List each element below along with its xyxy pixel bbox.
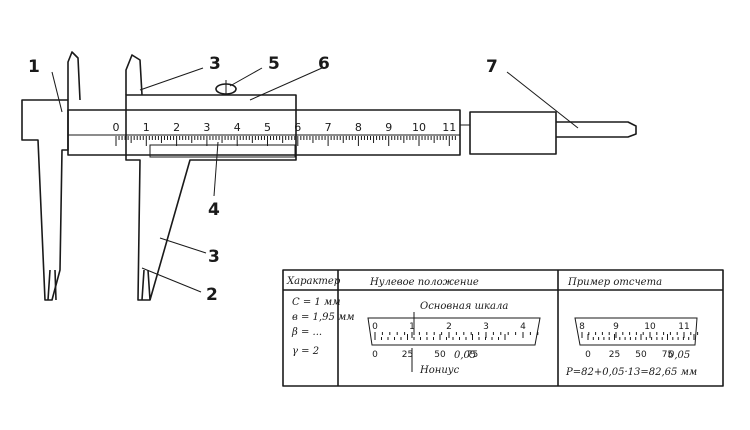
movable-upper-jaw xyxy=(125,54,143,96)
main-scale-number: 6 xyxy=(294,121,301,134)
main-scale-number: 0 xyxy=(113,121,120,134)
table-main-number: 1 xyxy=(409,322,415,332)
table-main-number: 9 xyxy=(613,322,619,332)
callout-3-lower: 3 xyxy=(208,247,220,267)
table-main-number: 0 xyxy=(372,322,378,332)
char-b: в = 1,95 мм xyxy=(292,312,355,323)
zero-scale: 0 1 2 3 4 0 25 50 75 xyxy=(372,322,539,360)
header-characteristic: Характер xyxy=(286,276,341,287)
table-vernier-number: 75 xyxy=(662,350,673,360)
main-scale-number: 2 xyxy=(173,121,180,134)
zero-scale-frame xyxy=(367,317,541,346)
depth-rod xyxy=(556,121,637,138)
movable-jaw-tip xyxy=(141,269,151,301)
zero-main-label: Основная шкала xyxy=(420,301,508,312)
vernier-table: Характер Нулевое положение Пример отсчет… xyxy=(282,269,724,387)
callout-1: 1 xyxy=(28,57,40,77)
table-main-number: 2 xyxy=(446,322,452,332)
table-main-number: 8 xyxy=(579,322,585,332)
zero-vernier-label: Нониус xyxy=(419,365,460,376)
example-scale-frame xyxy=(574,317,698,346)
table-vernier-number: 50 xyxy=(434,350,446,360)
char-c: С = 1 мм xyxy=(292,297,341,308)
table-main-number: 11 xyxy=(678,322,689,332)
fixed-jaw xyxy=(21,99,69,301)
main-scale-number: 3 xyxy=(203,121,210,134)
vernier-window xyxy=(149,144,296,158)
table-main-number: 10 xyxy=(644,322,656,332)
example-scale: 8 9 10 11 0 25 50 75 xyxy=(579,322,699,360)
header-zero: Нулевое положение xyxy=(369,277,479,288)
callout-3-upper: 3 xyxy=(209,54,221,74)
example-formula: P=82+0,05·13=82,65 мм xyxy=(565,367,697,378)
end-cap xyxy=(469,111,557,155)
char-gamma: γ = 2 xyxy=(292,346,319,357)
main-scale-number: 9 xyxy=(385,121,392,134)
main-scale-number: 1 xyxy=(143,121,150,134)
main-beam xyxy=(67,109,461,156)
table-vernier-number: 25 xyxy=(609,350,620,360)
table-vernier-number: 0 xyxy=(372,350,378,360)
main-scale-number: 8 xyxy=(355,121,362,134)
main-scale-number: 11 xyxy=(442,121,456,134)
callout-2: 2 xyxy=(206,285,218,305)
callout-5: 5 xyxy=(268,54,280,74)
table-vernier-number: 0 xyxy=(585,350,591,360)
main-scale-number: 5 xyxy=(264,121,271,134)
char-beta: β = ... xyxy=(291,327,322,338)
main-scale-number: 7 xyxy=(325,121,332,134)
leader-lines xyxy=(51,67,579,293)
example-vernier-value: 0,05 xyxy=(668,350,690,361)
table-vernier-number: 50 xyxy=(635,350,647,360)
table-main-number: 3 xyxy=(483,322,489,332)
main-scale: 0 1 2 3 4 5 6 7 8 9 10 11 xyxy=(113,121,456,146)
zero-vernier-value: 0,05 xyxy=(454,350,476,361)
fixed-jaw-tip xyxy=(47,269,57,301)
table-border xyxy=(282,269,724,387)
header-example: Пример отсчета xyxy=(567,277,662,288)
callout-7: 7 xyxy=(486,57,498,77)
main-scale-number: 4 xyxy=(234,121,241,134)
fixed-upper-jaw xyxy=(67,51,81,101)
table-main-number: 4 xyxy=(520,322,526,332)
caliper xyxy=(21,51,637,301)
main-scale-number: 10 xyxy=(412,121,426,134)
table-vernier-number: 75 xyxy=(467,350,478,360)
callout-4: 4 xyxy=(208,200,220,220)
table-vernier-number: 25 xyxy=(402,350,413,360)
callout-6: 6 xyxy=(318,54,330,74)
